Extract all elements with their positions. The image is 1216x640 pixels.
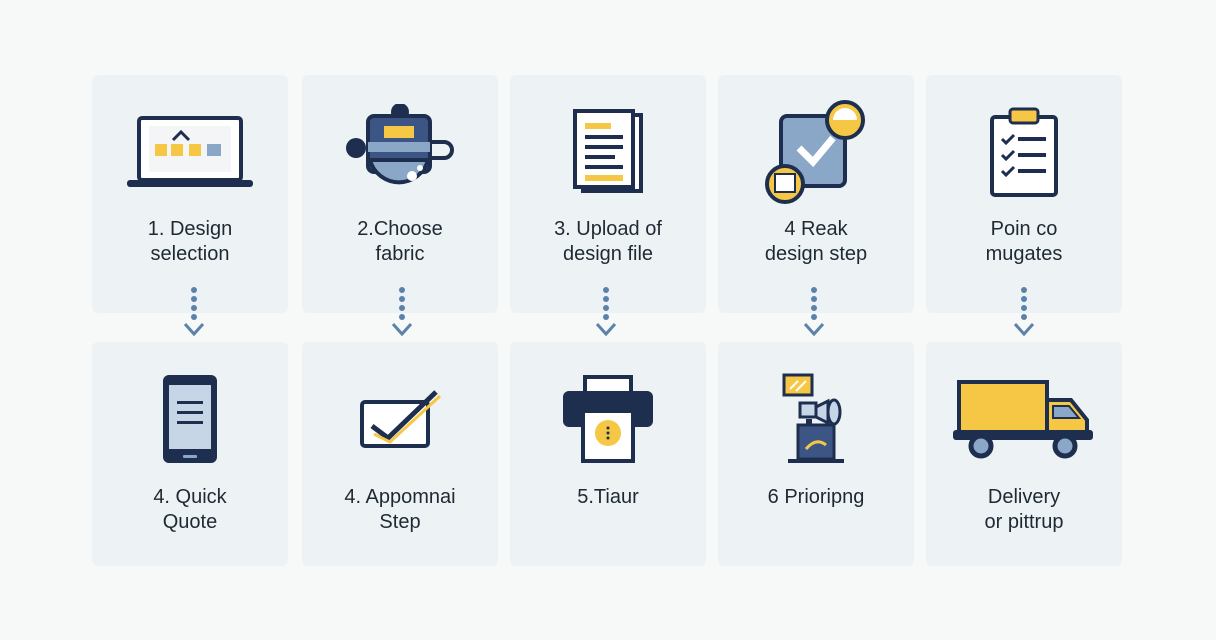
down-arrow-icon	[390, 286, 414, 340]
press-icon	[718, 364, 914, 474]
checkmark-card-icon	[302, 364, 498, 474]
step-card-poin-co-mugates: Poin co mugates	[926, 75, 1122, 313]
step-label: 4. Quick Quote	[153, 486, 227, 533]
step-card-delivery: Delivery or pittrup	[926, 342, 1122, 566]
step-label: 2.Choose fabric	[357, 218, 443, 265]
document-icon	[510, 97, 706, 207]
down-arrow-icon	[182, 286, 206, 340]
step-card-appointment-step: 4. Appomnai Step	[302, 342, 498, 566]
step-label: 5.Tiaur	[577, 486, 639, 508]
down-arrow-icon	[1012, 286, 1036, 340]
step-label: Delivery or pittrup	[984, 486, 1064, 533]
phone-icon	[92, 364, 288, 474]
step-card-prioripng: 6 Prioripng	[718, 342, 914, 566]
step-label: 3. Upload of design file	[554, 218, 662, 265]
down-arrow-icon	[594, 286, 618, 340]
laptop-icon	[92, 97, 288, 207]
step-card-upload-design-file: 3. Upload of design file	[510, 75, 706, 313]
step-card-choose-fabric: 2.Choose fabric	[302, 75, 498, 313]
down-arrow-icon	[802, 286, 826, 340]
step-card-tiaur: 5.Tiaur	[510, 342, 706, 566]
step-label: 6 Prioripng	[767, 486, 865, 508]
step-label: Poin co mugates	[985, 218, 1063, 265]
truck-icon	[926, 364, 1122, 474]
step-card-reak-design-step: 4 Reak design step	[718, 75, 914, 313]
step-card-quick-quote: 4. Quick Quote	[92, 342, 288, 566]
check-box-icon	[718, 97, 914, 207]
step-label: 4. Appomnai Step	[344, 486, 456, 533]
printer-icon	[510, 364, 706, 474]
clipboard-icon	[926, 97, 1122, 207]
step-label: 1. Design selection	[147, 218, 233, 265]
step-card-design-selection: 1. Design selection	[92, 75, 288, 313]
step-label: 4 Reak design step	[764, 218, 868, 265]
fabric-icon	[302, 97, 498, 207]
